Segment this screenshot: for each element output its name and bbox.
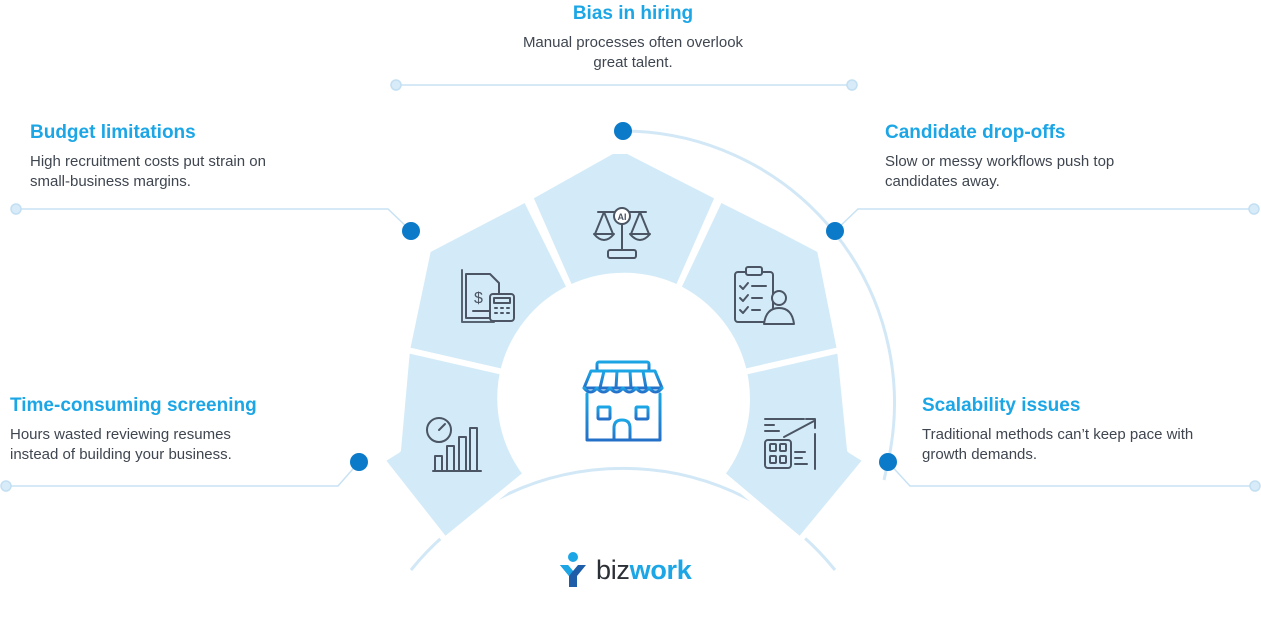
invoice-calculator-icon: $ — [461, 269, 515, 323]
logo-wordmark: bizwork — [596, 555, 692, 585]
checklist-person-icon — [734, 266, 795, 325]
callout-title: Time-consuming screening — [10, 395, 257, 416]
segment-lower-right — [719, 347, 869, 543]
callout-title: Scalability issues — [922, 395, 1081, 416]
callout-budget-limitations: Budget limitations High recruitment cost… — [30, 122, 330, 192]
callout-bias-in-hiring: Bias in hiring Manual processes often ov… — [480, 3, 786, 73]
connector-end-dots — [0, 79, 1261, 492]
storefront-icon — [582, 360, 664, 442]
callout-scalability-issues: Scalability issues Traditional methods c… — [922, 395, 1242, 465]
dollar-sign: $ — [474, 290, 483, 307]
bizwork-logo-mark-icon — [560, 552, 586, 587]
callout-text: Manual processes often overlook great ta… — [522, 34, 744, 71]
callout-title: Budget limitations — [30, 122, 196, 143]
ai-badge-text: AI — [618, 212, 627, 222]
callout-text: Slow or messy workflows push top candida… — [885, 153, 1115, 190]
callout-candidate-drop-offs: Candidate drop-offs Slow or messy workfl… — [885, 122, 1205, 192]
growth-dashboard-icon — [764, 418, 816, 470]
speedometer-bar-chart-icon — [426, 417, 482, 472]
callout-title: Candidate drop-offs — [885, 122, 1066, 143]
ring-nodes — [350, 122, 897, 471]
logo-word-work: work — [629, 555, 692, 585]
logo-word-biz: biz — [596, 555, 630, 585]
callout-title: Bias in hiring — [572, 3, 694, 24]
ai-scale-icon — [593, 207, 651, 259]
connector-lines — [6, 84, 1255, 487]
bizwork-logo: bizwork — [558, 550, 692, 590]
callout-time-consuming-screening: Time-consuming screening Hours wasted re… — [10, 395, 310, 465]
callout-text: Traditional methods can’t keep pace with… — [922, 426, 1194, 463]
callout-text: High recruitment costs put strain on sma… — [30, 153, 266, 190]
callout-text: Hours wasted reviewing resumes instead o… — [10, 426, 232, 463]
